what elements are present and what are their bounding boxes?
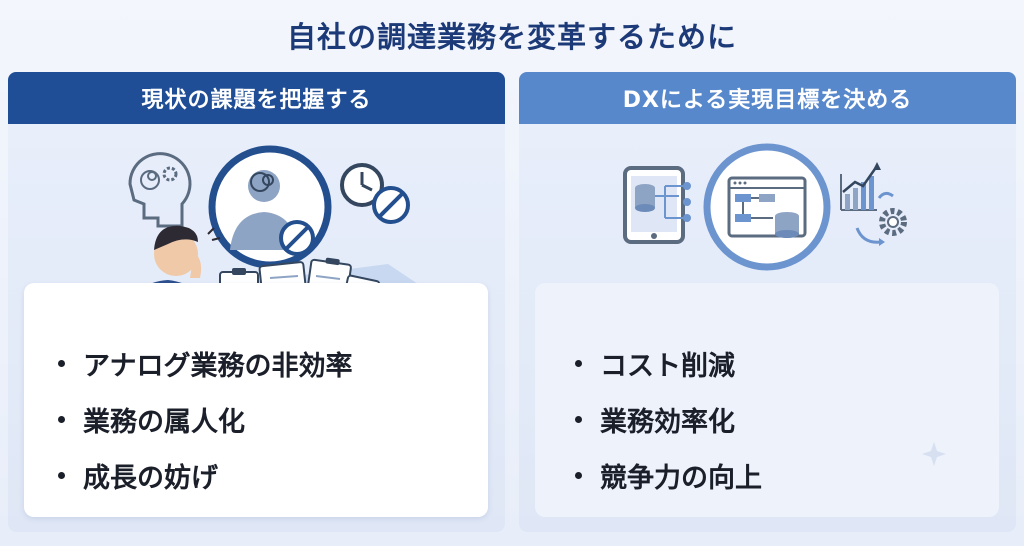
prohibited-icon (279, 220, 315, 256)
confused-head-icon (128, 152, 192, 228)
bullet-dot (58, 415, 65, 423)
issue-text: 業務の属人化 (83, 406, 245, 438)
goal-text: 業務効率化 (600, 406, 735, 438)
tablet-database-icon (623, 166, 691, 244)
goals-illustration (623, 143, 907, 271)
bullet-dot (58, 471, 65, 479)
prohibited-icon-2 (372, 186, 410, 224)
goals-card: コスト削減 業務効率化 競争力の向上 (535, 283, 999, 517)
page-title: 自社の調達業務を変革するために (286, 20, 737, 54)
bullet-dot (575, 471, 582, 479)
frustrated-person-icon (208, 145, 332, 269)
issue-text: 成長の妨げ (83, 462, 218, 494)
current-issues-header: 現状の課題を把握する (8, 72, 505, 124)
goals-list: コスト削減 業務効率化 競争力の向上 (575, 335, 762, 503)
dx-goals-header: DXによる実現目標を決める (519, 72, 1016, 124)
growth-chart-icon (840, 162, 881, 211)
goal-text: コスト削減 (600, 350, 735, 382)
list-item: 業務の属人化 (58, 391, 352, 447)
gear-cycle-icon (855, 191, 907, 246)
bullet-dot (575, 415, 582, 423)
list-item: アナログ業務の非効率 (58, 335, 352, 391)
clock-icon (340, 163, 384, 207)
list-item: 競争力の向上 (575, 447, 762, 503)
workflow-monitor-icon (703, 143, 831, 271)
sparkle-icon (922, 442, 946, 466)
issue-text: アナログ業務の非効率 (83, 350, 353, 382)
issues-card: アナログ業務の非効率 業務の属人化 成長の妨げ (24, 283, 488, 517)
bullet-dot (58, 359, 65, 367)
bullet-dot (575, 359, 582, 367)
issues-list: アナログ業務の非効率 業務の属人化 成長の妨げ (58, 335, 352, 503)
list-item: 業務効率化 (575, 391, 762, 447)
list-item: コスト削減 (575, 335, 762, 391)
goal-text: 競争力の向上 (600, 462, 762, 494)
list-item: 成長の妨げ (58, 447, 352, 503)
current-issues-panel: 現状の課題を把握する (8, 72, 505, 532)
